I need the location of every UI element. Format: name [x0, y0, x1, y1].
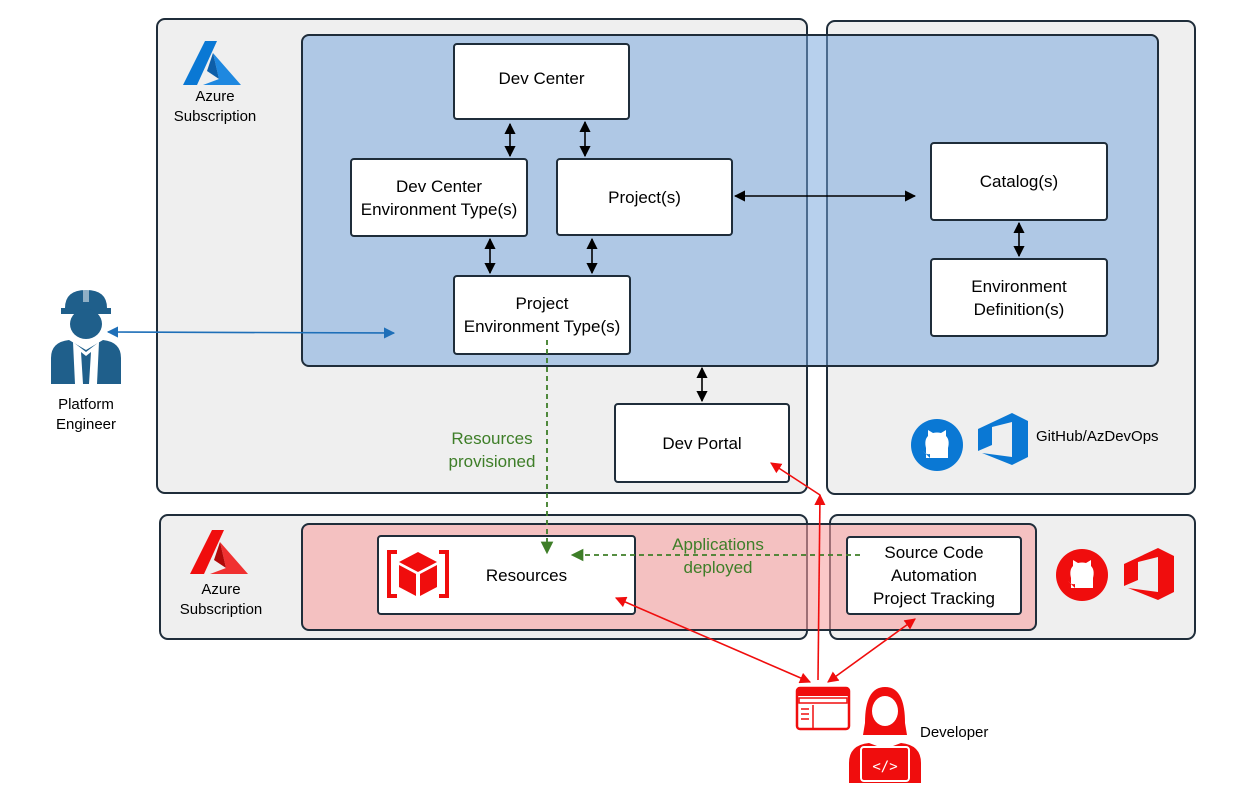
platform-subscription-label: Azure Subscription — [173, 88, 257, 125]
developer-icon: </> — [849, 687, 921, 783]
projects-box[interactable]: Project(s) — [556, 158, 733, 236]
azure-devops-red-icon — [1124, 548, 1174, 600]
catalogs-box[interactable]: Catalog(s) — [930, 142, 1108, 221]
arrow-developer-devportal-a — [814, 493, 826, 681]
github-icon — [911, 419, 963, 471]
resources-provisioned-label: Resources provisioned — [448, 429, 536, 471]
project-environment-types-box[interactable]: Project Environment Type(s) — [453, 275, 631, 355]
svg-text:</>: </> — [872, 759, 897, 775]
arrow-developer-sourcecode — [827, 618, 916, 683]
applications-deployed-label: Applications deployed — [672, 535, 764, 577]
azure-logo-red-icon — [190, 530, 248, 574]
arrow-platform-engineer — [106, 326, 396, 339]
platform-engineer-label: Platform Engineer — [55, 396, 117, 433]
repo-label: GitHub/AzDevOps — [1036, 428, 1159, 445]
browser-window-icon — [795, 686, 851, 731]
source-code-box[interactable]: Source Code Automation Project Tracking — [846, 536, 1022, 615]
platform-engineer-icon — [51, 288, 121, 384]
azure-logo-icon — [183, 41, 241, 85]
environment-definitions-box[interactable]: Environment Definition(s) — [930, 258, 1108, 337]
arrow-developer-resources — [614, 596, 812, 684]
github-red-icon — [1056, 549, 1108, 601]
dev-portal-box[interactable]: Dev Portal — [614, 403, 790, 483]
dev-center-box[interactable]: Dev Center — [453, 43, 630, 120]
workload-subscription-label: Azure Subscription — [179, 581, 263, 618]
dev-center-environment-types-box[interactable]: Dev Center Environment Type(s) — [350, 158, 528, 237]
developer-label: Developer — [920, 724, 989, 741]
resource-cube-icon — [387, 550, 449, 598]
arrow-developer-devportal-b — [770, 462, 821, 496]
azure-devops-icon — [978, 413, 1028, 465]
